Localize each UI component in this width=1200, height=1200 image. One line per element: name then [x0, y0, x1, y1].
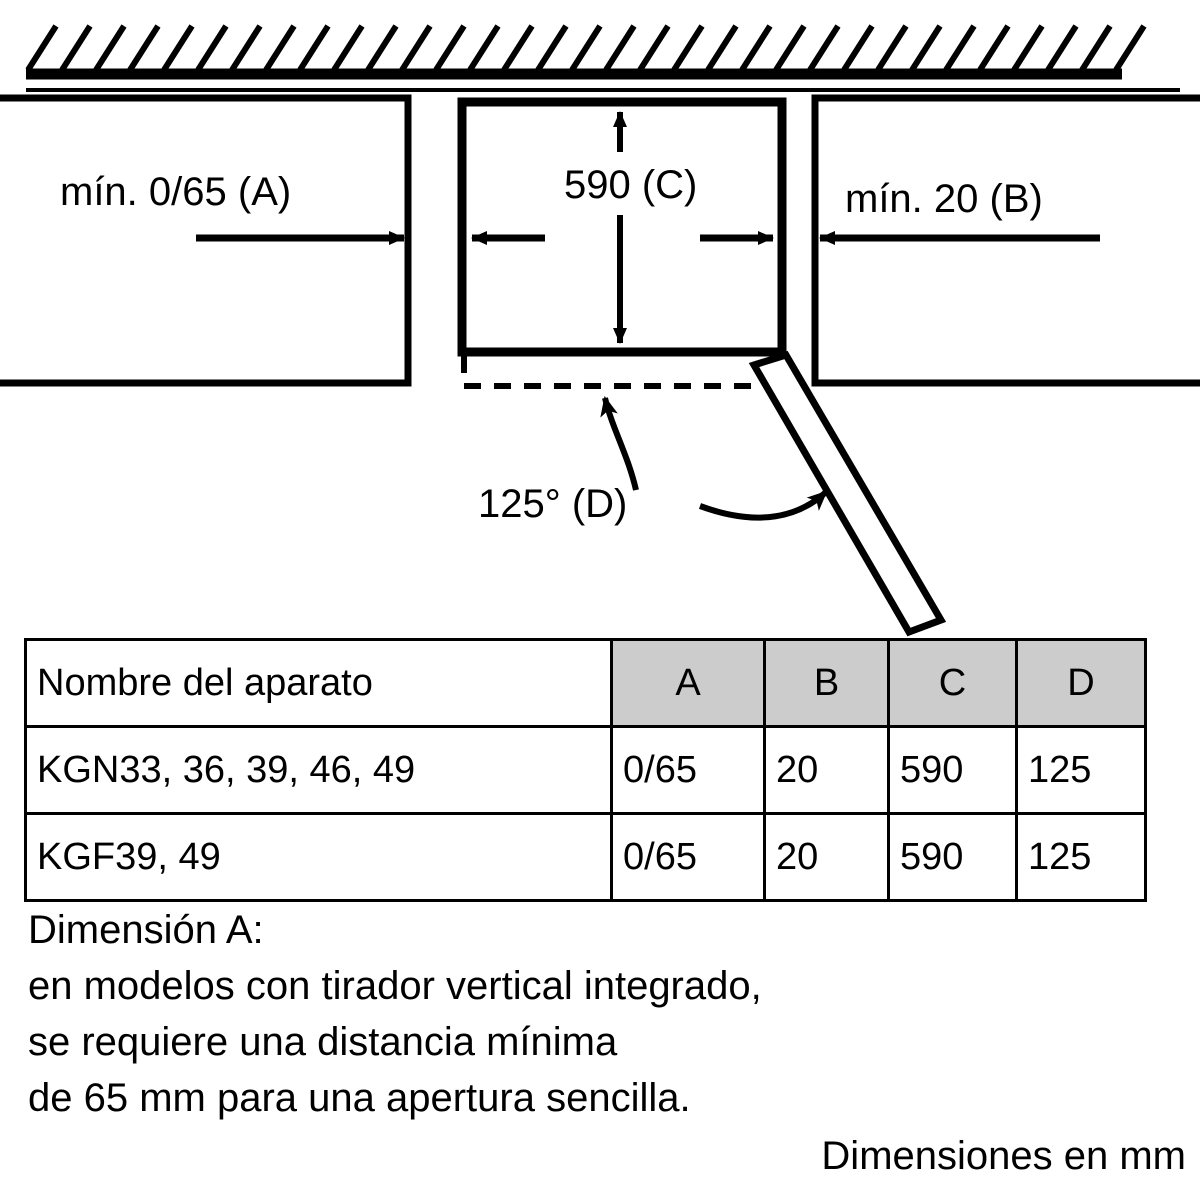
dimensions-table: Nombre del aparato A B C D KGN33, 36, 39…	[24, 638, 1147, 902]
table-row: KGN33, 36, 39, 46, 49 0/65 20 590 125	[24, 725, 1147, 815]
cell-b: 20	[763, 725, 890, 815]
dimension-a-note: Dimensión A: en modelos con tirador vert…	[28, 902, 1178, 1126]
column-header-d: D	[1015, 638, 1147, 728]
column-header-appliance-name: Nombre del aparato	[24, 638, 613, 728]
table-header-row: Nombre del aparato A B C D	[24, 638, 1147, 728]
cell-a: 0/65	[610, 725, 766, 815]
door-closed-footprint-dashed	[461, 356, 770, 389]
niche-depth-label: 590 (C)	[564, 163, 697, 207]
cell-appliance-name: KGF39, 49	[24, 812, 613, 902]
note-line-3: se requiere una distancia mínima	[28, 1020, 618, 1064]
column-header-a: A	[610, 638, 766, 728]
right-cabinet-outline	[811, 94, 1200, 387]
units-note: Dimensiones en mm	[821, 1134, 1186, 1178]
cell-d: 125	[1015, 725, 1147, 815]
left-clearance-label: mín. 0/65 (A)	[60, 170, 291, 214]
opened-door-leaf	[748, 350, 947, 637]
cell-appliance-name: KGN33, 36, 39, 46, 49	[24, 725, 613, 815]
column-header-c: C	[887, 638, 1018, 728]
column-header-b: B	[763, 638, 890, 728]
door-angle-leader-curve	[600, 396, 639, 491]
cell-d: 125	[1015, 812, 1147, 902]
door-angle-label: 125° (D)	[478, 482, 627, 526]
wall-hatching	[25, 24, 1147, 72]
right-clearance-label: mín. 20 (B)	[845, 177, 1043, 221]
door-swing-arc-arrow	[698, 489, 829, 521]
cell-a: 0/65	[610, 812, 766, 902]
installation-diagram: mín. 0/65 (A) 590 (C) mín. 20 (B) 125° (…	[0, 24, 1200, 637]
note-line-2: en modelos con tirador vertical integrad…	[28, 964, 762, 1008]
left-cabinet-outline	[0, 94, 412, 387]
note-line-1: Dimensión A:	[28, 908, 264, 952]
cell-c: 590	[887, 812, 1018, 902]
note-line-4: de 65 mm para una apertura sencilla.	[28, 1076, 691, 1120]
table-row: KGF39, 49 0/65 20 590 125	[24, 812, 1147, 902]
cell-c: 590	[887, 725, 1018, 815]
cell-b: 20	[763, 812, 890, 902]
